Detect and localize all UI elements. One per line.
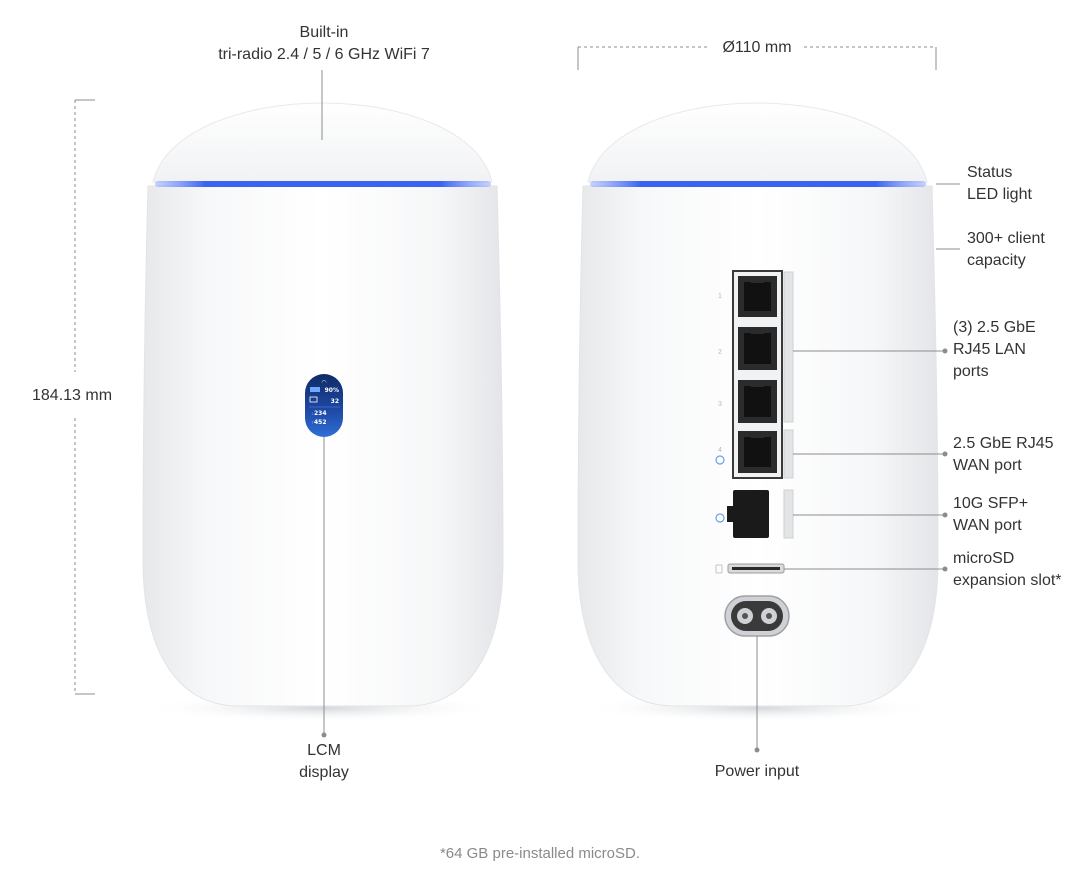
back-status-led: [590, 181, 926, 187]
diameter-label: Ø110 mm: [722, 39, 792, 56]
lcm-count: 32: [331, 398, 339, 405]
lcm-percent: 90%: [325, 387, 339, 394]
wan-port-callout: 2.5 GbE RJ45 WAN port: [953, 435, 1054, 474]
port-number-3: 3: [718, 401, 722, 408]
back-device-cap: [587, 102, 928, 183]
rj45-port-block: [732, 270, 794, 539]
sfp-callout: 10G SFP+ WAN port: [953, 495, 1029, 534]
back-view-device: 1 2 3 4: [577, 102, 939, 722]
port-number-2: 2: [718, 349, 722, 356]
lcm-download: 234: [314, 410, 327, 417]
download-arrow-icon: ↓: [311, 411, 314, 417]
rj45-port-3: [738, 380, 777, 423]
port-number-1: 1: [718, 293, 722, 300]
power-inlet: [724, 595, 790, 637]
front-device-body: [142, 185, 504, 707]
leader-dots: [321, 348, 948, 753]
power-callout: Power input: [714, 763, 800, 780]
sfp-globe-icon: [715, 513, 725, 523]
rj45-port-4: [738, 431, 777, 473]
lcm-logo: [310, 387, 320, 392]
client-capacity-callout: 300+ client capacity: [967, 230, 1045, 269]
sd-card-icon: [715, 564, 723, 574]
height-label: 184.13 mm: [32, 387, 113, 404]
wan-globe-icon: [715, 455, 725, 465]
lcm-upload: 452: [314, 419, 327, 426]
sfp-port: [727, 490, 769, 538]
wifi-icon: ◠: [321, 380, 326, 386]
image-icon: [309, 396, 318, 403]
front-view-device: ◠ 90% 32 234 452 ↓ ↑: [142, 102, 504, 722]
upload-arrow-icon: ↑: [311, 420, 314, 426]
rj45-port-1: [738, 276, 777, 317]
height-dimension: [74, 99, 95, 695]
footnote: *64 GB pre-installed microSD.: [439, 845, 641, 862]
rj45-port-2: [738, 327, 777, 370]
wifi-callout: Built-in tri-radio 2.4 / 5 / 6 GHz WiFi …: [218, 24, 430, 63]
status-led-callout: Status LED light: [967, 164, 1032, 203]
microsd-callout: microSD expansion slot*: [953, 550, 1062, 589]
lan-ports-callout: (3) 2.5 GbE RJ45 LAN ports: [953, 319, 1036, 380]
front-status-led: [155, 181, 491, 187]
port-number-4: 4: [718, 447, 722, 454]
leader-lines: [321, 70, 960, 750]
diameter-dimension: [577, 46, 937, 70]
lcm-callout: LCM display: [299, 742, 349, 781]
lcm-display: ◠ 90% 32 234 452 ↓ ↑: [305, 374, 343, 437]
